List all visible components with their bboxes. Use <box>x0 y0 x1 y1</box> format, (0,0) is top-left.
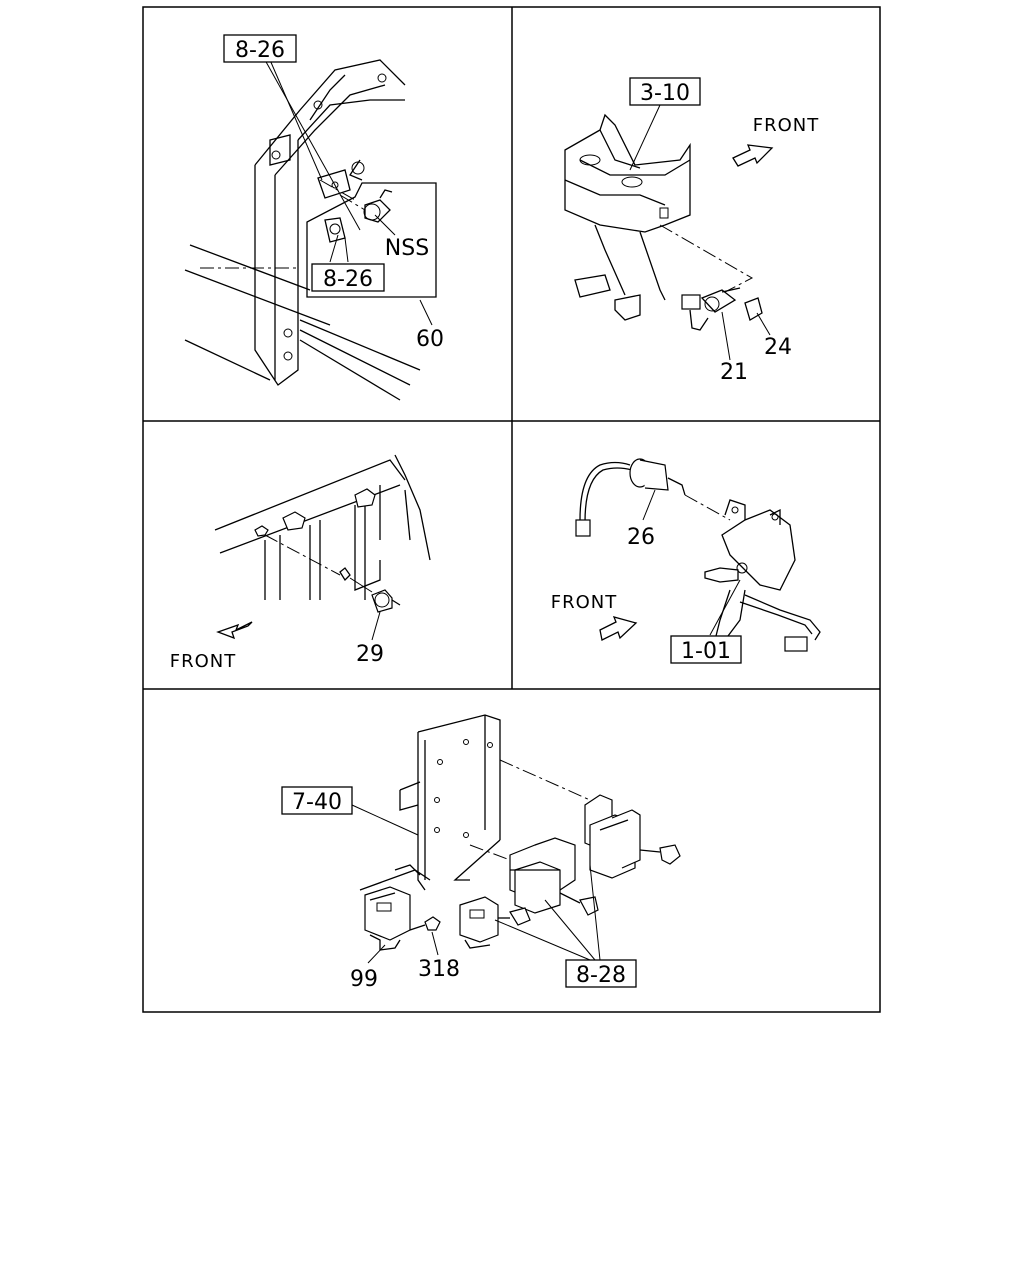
part-number-29[interactable]: 29 <box>356 642 384 667</box>
panel-mid-right: FRONT 26 1-01 <box>551 458 821 664</box>
reference-8-26-mid[interactable]: 8-26 <box>311 263 385 292</box>
reference-label: 8-26 <box>235 38 285 63</box>
reference-1-01[interactable]: 1-01 <box>670 635 742 664</box>
reference-8-26-top[interactable]: 8-26 <box>223 34 297 63</box>
panel-top-left: 8-26 8-26 NSS 60 <box>184 34 444 401</box>
reference-3-10[interactable]: 3-10 <box>629 77 701 106</box>
part-number-99[interactable]: 99 <box>350 967 378 992</box>
leader-lines <box>351 804 601 964</box>
sensor-nss-drawing <box>324 189 393 243</box>
leader-lines <box>629 104 771 361</box>
part-number-60[interactable]: 60 <box>416 327 444 352</box>
sensor-26-drawing <box>575 458 731 537</box>
label-nss: NSS <box>385 236 429 261</box>
reference-7-40[interactable]: 7-40 <box>281 786 353 815</box>
reference-8-28[interactable]: 8-28 <box>565 959 637 988</box>
part-number-21[interactable]: 21 <box>720 360 748 385</box>
relay-group-middle <box>509 837 599 916</box>
front-label: FRONT <box>170 651 237 672</box>
front-label: FRONT <box>551 592 618 613</box>
relay-small-drawing <box>459 896 531 949</box>
relay-99-drawing <box>364 886 411 951</box>
panel-structure-drawing <box>214 454 431 600</box>
diagram-frame <box>142 6 881 1013</box>
reference-label: 3-10 <box>640 81 690 106</box>
switch-assembly-drawing <box>659 224 763 331</box>
reference-label: 1-01 <box>681 639 731 664</box>
front-arrow: FRONT <box>551 592 638 641</box>
part-number-24[interactable]: 24 <box>764 335 792 360</box>
panel-top-right: FRONT 3-10 24 21 <box>564 77 820 385</box>
front-arrow: FRONT <box>732 115 820 167</box>
leader-lines <box>642 489 741 636</box>
relay-group-right <box>584 794 681 879</box>
front-label: FRONT <box>753 115 820 136</box>
panel-bottom: 7-40 99 318 8-28 <box>281 714 681 992</box>
frame-rail-drawing <box>184 59 421 401</box>
relay-bracket-drawing <box>359 714 591 891</box>
panel-mid-left: FRONT 29 <box>170 454 431 672</box>
front-arrow: FRONT <box>170 621 253 672</box>
callout-box-60 <box>306 182 437 298</box>
reference-label: 7-40 <box>292 790 342 815</box>
leader-lines <box>264 59 433 326</box>
leader-line <box>371 611 381 641</box>
pedal-bracket-drawing <box>564 113 691 321</box>
pedal-assembly-drawing <box>704 499 821 652</box>
sensor-29-drawing <box>264 534 401 613</box>
reference-label: 8-28 <box>576 963 626 988</box>
reference-label: 8-26 <box>323 267 373 292</box>
part-number-318[interactable]: 318 <box>418 957 460 982</box>
part-number-26[interactable]: 26 <box>627 525 655 550</box>
screw-318-drawing <box>409 916 441 931</box>
